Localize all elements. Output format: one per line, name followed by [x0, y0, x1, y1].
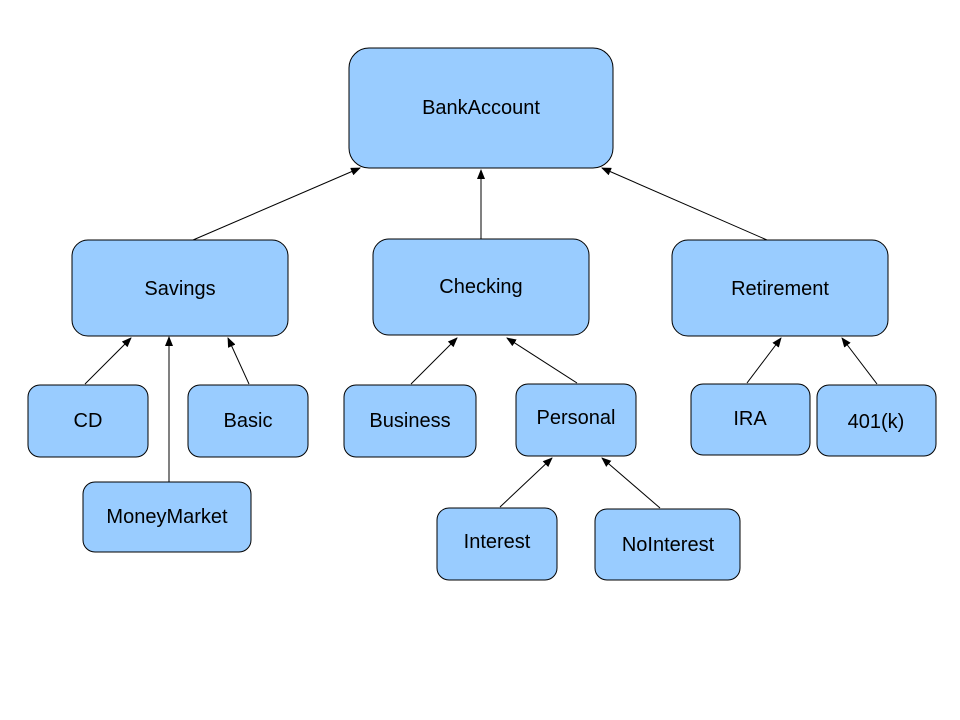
node-interest-label: Interest	[464, 531, 531, 553]
node-basic-label: Basic	[224, 410, 273, 432]
node-savings: Savings	[71, 239, 289, 337]
node-savings-label: Savings	[144, 278, 215, 300]
node-basic: Basic	[187, 384, 309, 458]
node-retirement-label: Retirement	[731, 278, 829, 300]
node-ira-label: IRA	[733, 408, 767, 430]
node-business-box	[343, 384, 477, 458]
node-cd-label: CD	[74, 410, 103, 432]
node-nointerest-box	[594, 508, 741, 581]
node-401k-box	[816, 384, 937, 457]
node-401k: 401(k)	[816, 384, 937, 457]
node-personal: Personal	[515, 383, 637, 457]
node-checking-box	[372, 238, 590, 336]
node-nointerest-label: NoInterest	[622, 534, 715, 556]
node-savings-box	[71, 239, 289, 337]
node-retirement: Retirement	[671, 239, 889, 337]
edge-interest-to-personal	[499, 457, 553, 508]
node-basic-box	[187, 384, 309, 458]
node-personal-label: Personal	[537, 407, 616, 429]
node-cd-box	[27, 384, 149, 458]
node-business-label: Business	[369, 410, 450, 432]
node-nointerest: NoInterest	[594, 508, 741, 581]
node-business: Business	[343, 384, 477, 458]
node-moneymarket-box	[82, 481, 252, 553]
edge-savings-to-bankaccount	[192, 167, 361, 241]
edges	[84, 167, 878, 509]
edge-nointerest-to-personal	[601, 457, 661, 509]
node-cd: CD	[27, 384, 149, 458]
node-interest-box	[436, 507, 558, 581]
node-moneymarket: MoneyMarket	[82, 481, 252, 553]
edge-personal-to-checking	[506, 337, 578, 384]
node-personal-box	[515, 383, 637, 457]
node-bankaccount-label: BankAccount	[422, 97, 540, 119]
node-moneymarket-label: MoneyMarket	[106, 506, 228, 528]
node-ira: IRA	[690, 383, 811, 456]
node-ira-box	[690, 383, 811, 456]
node-bankaccount: BankAccount	[348, 47, 614, 169]
node-bankaccount-box	[348, 47, 614, 169]
edge-basic-to-savings	[227, 337, 250, 385]
edge-401k-to-retirement	[841, 337, 878, 385]
node-interest: Interest	[436, 507, 558, 581]
edge-business-to-checking	[410, 337, 458, 385]
node-retirement-box	[671, 239, 889, 337]
node-401k-label: 401(k)	[848, 411, 905, 433]
node-checking: Checking	[372, 238, 590, 336]
edge-cd-to-savings	[84, 337, 132, 385]
edge-ira-to-retirement	[746, 337, 782, 384]
edge-retirement-to-bankaccount	[601, 167, 768, 241]
node-checking-label: Checking	[439, 276, 522, 298]
